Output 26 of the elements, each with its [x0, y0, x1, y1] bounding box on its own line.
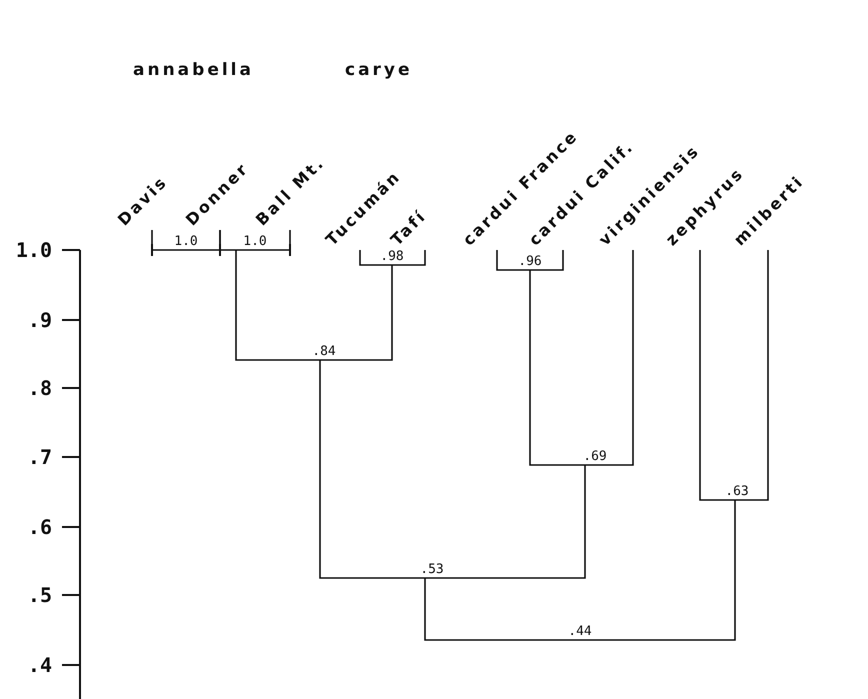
dendrogram-branch	[236, 230, 291, 251]
dendrogram-branch	[320, 265, 393, 361]
axis-tick-label: .4	[28, 653, 52, 677]
group-heading: carye	[345, 60, 413, 80]
dendrogram-branch	[319, 360, 425, 579]
dendrogram-branch	[529, 270, 585, 466]
dendrogram-branch	[735, 250, 769, 501]
dendrogram-branch	[425, 465, 586, 579]
axis-tick-label: .5	[28, 583, 52, 607]
axis-tick-label: .6	[28, 515, 52, 539]
axis-tick-label: .7	[28, 445, 52, 469]
dendrogram-branch	[235, 250, 320, 361]
dendrogram-branch	[359, 250, 392, 266]
dendrogram-branch	[424, 578, 580, 641]
dendrogram-branch	[580, 500, 736, 641]
dendrogram-branch	[585, 250, 634, 466]
dendrogram-branch	[496, 250, 530, 271]
axis-tick-label: .8	[28, 376, 52, 400]
dendrogram-branch	[699, 250, 735, 501]
axis-tick-label: .9	[28, 308, 52, 332]
dendrogram-branch	[219, 230, 236, 251]
dendrogram-branch	[392, 250, 426, 266]
axis-tick-label: 1.0	[16, 238, 52, 262]
dendrogram-branch	[530, 250, 564, 271]
dendrogram-branch	[151, 230, 186, 251]
group-heading: annabella	[133, 60, 254, 80]
